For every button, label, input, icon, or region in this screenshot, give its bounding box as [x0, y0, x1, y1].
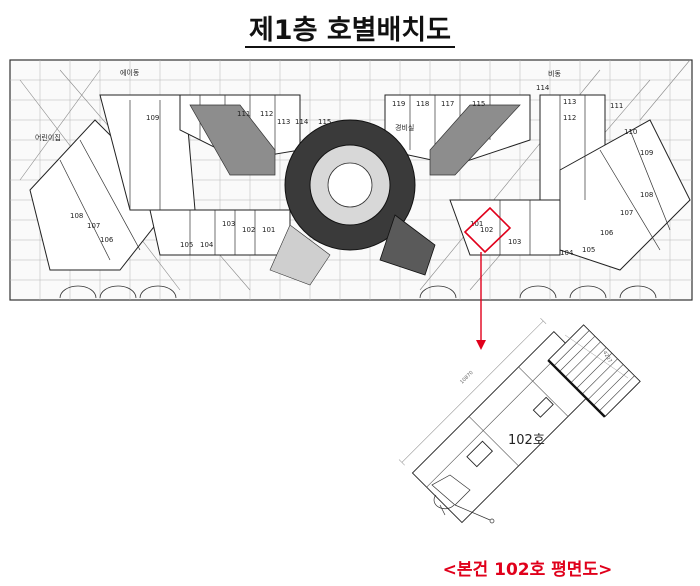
unit-label: 102	[242, 226, 255, 234]
unit-label: 103	[222, 220, 235, 228]
unit-label: 101	[470, 220, 483, 228]
unit-label: 107	[620, 209, 633, 217]
highlight-unit-label: 102	[480, 226, 493, 234]
unit-label: 103	[508, 238, 521, 246]
unit-label: 112	[563, 114, 576, 122]
unit-label: 105	[582, 246, 595, 254]
unit-label: 106	[100, 236, 114, 244]
dimension-diagonal: 10870	[459, 370, 474, 385]
unit-label: 109	[146, 114, 159, 122]
unit-label: 117	[441, 100, 454, 108]
unit-label: 113	[563, 98, 576, 106]
site-plan: 109 108 107 106 105 104 103 102 101 111 …	[9, 59, 693, 301]
unit-detail-plan: 4227 10870 102호	[398, 317, 641, 524]
unit-label: 108	[70, 212, 83, 220]
wing-b-label: 비동	[548, 69, 561, 78]
unit-label: 119	[392, 100, 405, 108]
unit-label: 114	[536, 84, 550, 92]
wing-a-label: 에이동	[120, 68, 140, 77]
stair-area	[547, 324, 641, 418]
unit-label: 109	[640, 149, 653, 157]
page-title: 제1층 호별배치도	[0, 8, 700, 48]
highlight-unit-102: 102	[463, 206, 512, 254]
left-wing-unit-labels: 109 108 107 106 105 104 103 102 101 111 …	[35, 68, 331, 249]
page-title-text: 제1층 호별배치도	[244, 15, 456, 48]
office-label: 경비실	[395, 123, 414, 132]
plan-caption: <본건 102호 평면도>	[442, 560, 613, 580]
unit-label: 105	[180, 241, 193, 249]
unit-label: 113	[277, 118, 290, 126]
entrance-detail	[431, 474, 495, 524]
right-wing-unit-labels: 119 118 117 115 114 113 112 111 110 109 …	[392, 69, 653, 257]
pointer-arrow	[476, 252, 486, 350]
unit-label: 111	[237, 110, 250, 118]
unit-label: 104	[560, 249, 574, 257]
unit-label: 104	[200, 241, 214, 249]
kids-label: 어린이집	[35, 133, 61, 142]
unit-label: 115	[472, 100, 485, 108]
unit-label: 108	[640, 191, 653, 199]
unit-label: 114	[295, 118, 309, 126]
unit-label: 118	[416, 100, 429, 108]
unit-label: 115	[318, 118, 331, 126]
unit-label: 101	[262, 226, 275, 234]
unit-label: 107	[87, 222, 100, 230]
central-plaza	[269, 119, 436, 286]
unit-label: 111	[610, 102, 623, 110]
unit-label: 112	[260, 110, 273, 118]
unit-label: 106	[600, 229, 614, 237]
detail-unit-label: 102호	[508, 433, 545, 448]
unit-label: 110	[624, 128, 637, 136]
dimension-right: 4227	[601, 350, 613, 364]
